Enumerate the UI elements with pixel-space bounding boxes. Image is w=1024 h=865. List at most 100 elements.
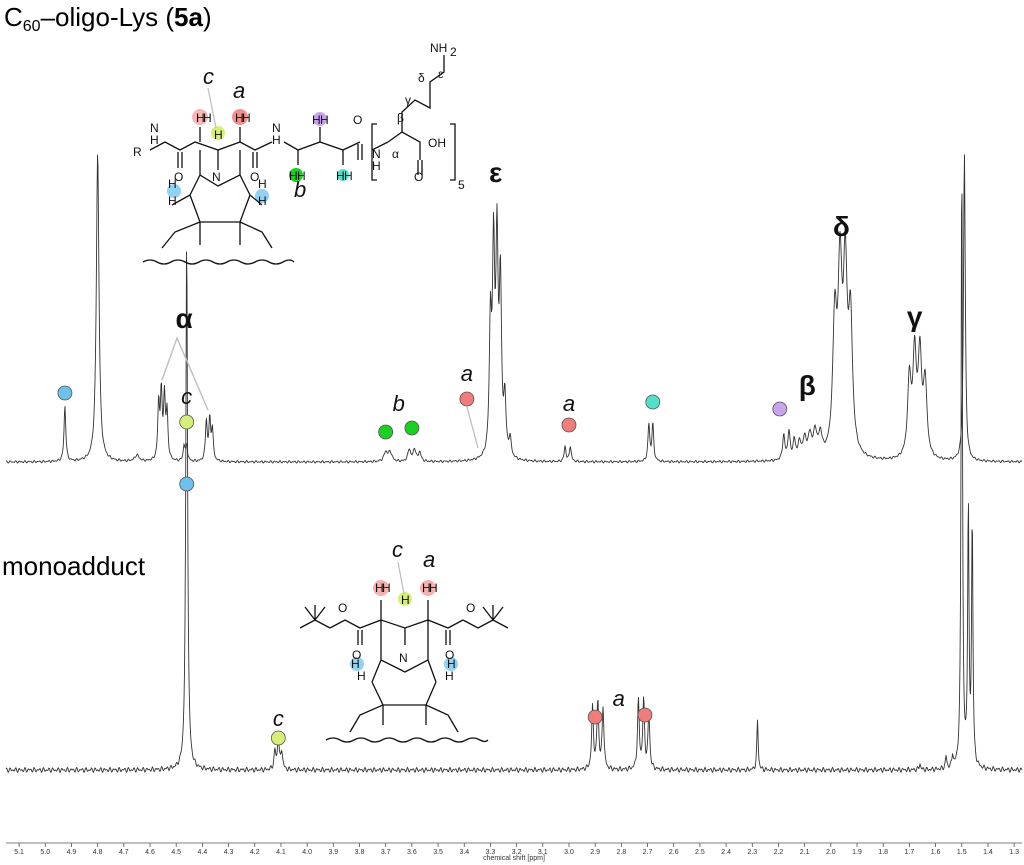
peak-label-upper-2: δ (833, 211, 850, 242)
x-tick-label-19: 3.2 (512, 849, 522, 856)
peak-marker-upper-6 (645, 394, 661, 410)
chart-title: C60–oligo-Lys (5a) (4, 2, 212, 35)
svg-text:H: H (344, 169, 353, 183)
alpha-connector (161, 336, 209, 411)
svg-text:c: c (392, 537, 403, 562)
peak-label-upper-6: b (393, 391, 405, 416)
svg-text:H: H (258, 194, 267, 208)
x-tick-label-11: 4.0 (302, 849, 312, 856)
svg-text:H: H (320, 113, 329, 127)
svg-text:O: O (250, 170, 259, 184)
structure-monoadduct: O O O O H H H H H N H H H H c a (299, 537, 509, 743)
peak-marker-lower-0 (179, 476, 195, 492)
svg-text:N: N (272, 121, 281, 135)
svg-text:NH: NH (430, 41, 447, 55)
svg-text:c: c (203, 64, 214, 89)
peak-label-upper-1: ε (489, 157, 502, 188)
svg-text:H: H (422, 581, 431, 595)
x-tick-label-4: 4.7 (119, 849, 129, 856)
svg-text:R: R (133, 145, 142, 159)
peak-label-upper-0: α (175, 303, 192, 334)
svg-text:H: H (258, 177, 267, 191)
svg-text:H: H (357, 669, 366, 683)
svg-text:H: H (203, 111, 212, 125)
peak-marker-upper-2 (378, 424, 394, 440)
structure-oligo-lys: N H R O H H H H H N O N H H H H H H H O … (133, 41, 465, 265)
peak-label-upper-5: c (181, 384, 192, 409)
x-tick-label-34: 1.7 (905, 849, 915, 856)
x-tick-label-14: 3.7 (381, 849, 391, 856)
x-tick-label-30: 2.1 (800, 849, 810, 856)
svg-text:H: H (351, 657, 360, 671)
svg-text:a: a (423, 547, 435, 572)
x-tick-label-36: 1.5 (957, 849, 967, 856)
x-tick-label-26: 2.5 (695, 849, 705, 856)
peak-marker-upper-7 (772, 401, 788, 417)
x-tick-label-5: 4.6 (145, 849, 155, 856)
svg-text:N: N (372, 147, 381, 161)
peak-marker-upper-3 (404, 420, 420, 436)
svg-text:δ: δ (418, 71, 425, 85)
svg-text:H: H (242, 111, 251, 125)
x-tick-label-18: 3.3 (486, 849, 496, 856)
svg-text:β: β (397, 111, 404, 125)
svg-text:H: H (289, 169, 298, 183)
x-tick-label-1: 5.0 (40, 849, 50, 856)
x-tick-label-6: 4.5 (171, 849, 181, 856)
x-tick-label-2: 4.9 (67, 849, 77, 856)
svg-text:H: H (445, 669, 454, 683)
svg-text:ε: ε (438, 67, 444, 81)
x-tick-label-0: 5.1 (14, 849, 24, 856)
x-tick-label-28: 2.3 (747, 849, 757, 856)
svg-text:5: 5 (458, 178, 465, 192)
peak-marker-upper-1 (179, 414, 195, 430)
x-tick-label-9: 4.2 (250, 849, 260, 856)
peak-label-upper-8: a (563, 391, 575, 416)
x-tick-label-17: 3.4 (459, 849, 469, 856)
svg-text:N: N (150, 121, 159, 135)
spectrum-line-oligo-lys (5, 154, 1023, 464)
peak-marker-lower-3 (637, 707, 653, 723)
x-tick-label-31: 2.0 (826, 849, 836, 856)
x-tick-label-12: 3.9 (328, 849, 338, 856)
svg-text:H: H (196, 111, 205, 125)
x-tick-label-38: 1.3 (1009, 849, 1019, 856)
svg-text:O: O (466, 601, 475, 615)
svg-text:b: b (294, 177, 306, 202)
svg-text:OH: OH (428, 136, 446, 150)
spectrum-line-monoadduct (5, 193, 1023, 774)
svg-text:O: O (338, 601, 347, 615)
svg-text:H: H (235, 111, 244, 125)
x-tick-label-23: 2.8 (616, 849, 626, 856)
peak-marker-upper-4 (459, 391, 475, 407)
trace-label-monoadduct: monoadduct (2, 551, 146, 581)
svg-text:H: H (150, 133, 159, 147)
x-tick-label-21: 3.0 (564, 849, 574, 856)
svg-text:O: O (445, 648, 454, 662)
x-tick-label-8: 4.3 (224, 849, 234, 856)
peak-label-upper-4: β (799, 370, 816, 401)
svg-text:H: H (312, 113, 321, 127)
svg-text:H: H (447, 657, 456, 671)
x-tick-label-25: 2.6 (669, 849, 679, 856)
svg-text:H: H (382, 581, 391, 595)
svg-text:N: N (399, 651, 408, 665)
svg-text:O: O (352, 648, 361, 662)
peak-label-upper-7: a (461, 361, 473, 386)
peak-label-lower-0: c (273, 706, 284, 731)
x-tick-label-20: 3.1 (538, 849, 548, 856)
spectra-group (5, 154, 1023, 774)
svg-text:a: a (233, 78, 245, 103)
svg-text:O: O (414, 170, 423, 184)
x-tick-label-24: 2.7 (643, 849, 653, 856)
x-tick-label-7: 4.4 (198, 849, 208, 856)
svg-text:H: H (214, 128, 223, 142)
peak-marker-lower-2 (587, 709, 603, 725)
x-tick-label-13: 3.8 (355, 849, 365, 856)
peak-label-lower-1: a (613, 686, 625, 711)
svg-text:H: H (401, 593, 410, 607)
x-tick-label-27: 2.4 (721, 849, 731, 856)
